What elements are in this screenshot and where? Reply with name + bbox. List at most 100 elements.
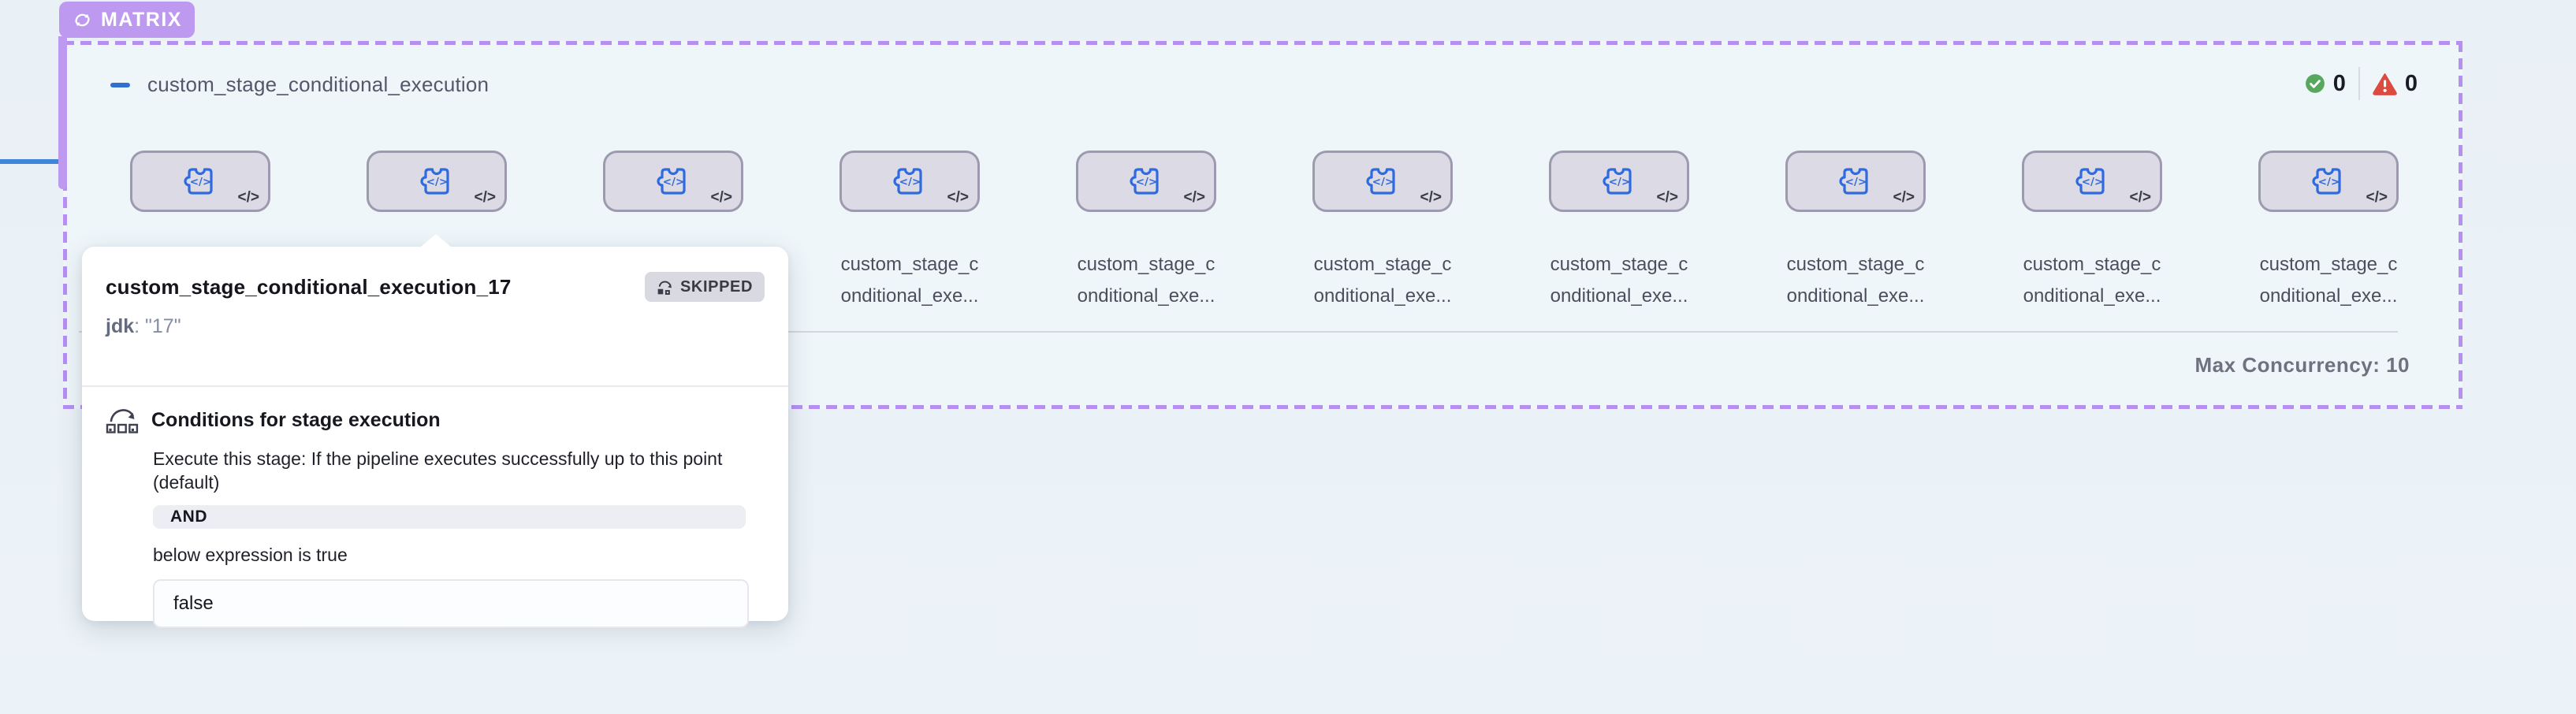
stage-label-line2: onditional_exe...: [2023, 285, 2161, 307]
stage-label-line2: onditional_exe...: [2259, 285, 2398, 307]
stage-card[interactable]: </> </>: [2258, 151, 2399, 212]
svg-text:</>: </>: [2318, 176, 2340, 188]
stage-card[interactable]: </> </>: [1312, 151, 1453, 212]
stage-label: custom_stage_c onditional_exe...: [1501, 249, 1737, 312]
variable-value: : "17": [134, 315, 181, 337]
svg-text:</>: </>: [1609, 176, 1631, 188]
tooltip-caret: [421, 234, 451, 247]
stage-card[interactable]: </> </>: [603, 151, 743, 212]
code-step-icon: </>: [2366, 189, 2388, 206]
stage-label-line1: custom_stage_c: [2023, 254, 2161, 275]
custom-stage-icon: </>: [657, 168, 686, 195]
stage-label: custom_stage_c onditional_exe...: [1028, 249, 1264, 312]
stage-label-line1: custom_stage_c: [2259, 254, 2398, 275]
custom-stage-icon: </>: [893, 168, 922, 195]
loop-icon: [75, 13, 90, 26]
counter-divider: [2358, 67, 2360, 100]
expression-intro-text: below expression is true: [153, 545, 348, 565]
custom-stage-icon: </>: [1839, 168, 1868, 195]
stage-label-line1: custom_stage_c: [1550, 254, 1688, 275]
custom-stage-icon: </>: [184, 168, 213, 195]
error-warning-icon: [2373, 73, 2397, 95]
tooltip-header: custom_stage_conditional_execution_17 SK…: [106, 272, 765, 302]
matrix-stage-title: custom_stage_conditional_execution: [147, 73, 490, 96]
pipeline-connector-line: [0, 159, 63, 164]
collapse-matrix-button[interactable]: [110, 75, 130, 95]
operator-bar: AND: [153, 505, 746, 529]
stage-card[interactable]: </> </>: [367, 151, 507, 212]
stage-card[interactable]: </> </>: [130, 151, 270, 212]
stage-card[interactable]: </> </>: [1549, 151, 1689, 212]
matrix-border-top: [63, 41, 2462, 45]
skipped-icon: [657, 281, 672, 296]
tooltip-divider: [82, 385, 788, 387]
expression-value-field: false: [153, 579, 749, 628]
stage-card[interactable]: </> </>: [2022, 151, 2162, 212]
custom-stage-icon: </>: [1366, 168, 1395, 195]
stage-label-line2: onditional_exe...: [1550, 285, 1688, 307]
stage-label: custom_stage_c onditional_exe...: [1974, 249, 2210, 312]
matrix-border-left: [63, 41, 67, 409]
stage-label: custom_stage_c onditional_exe...: [791, 249, 1028, 312]
code-step-icon: </>: [710, 189, 732, 206]
error-count: 0: [2404, 70, 2418, 96]
conditions-header: Conditions for stage execution: [106, 403, 765, 437]
stage-label: custom_stage_c onditional_exe...: [1737, 249, 1974, 312]
stage-label-line1: custom_stage_c: [1077, 254, 1215, 275]
stage-label-line2: onditional_exe...: [840, 285, 979, 307]
code-step-icon: </>: [474, 189, 496, 206]
stage-tooltip-popover: custom_stage_conditional_execution_17 SK…: [82, 234, 788, 628]
svg-text:</>: </>: [2082, 176, 2104, 188]
success-check-icon: [2305, 74, 2325, 93]
svg-text:</>: </>: [190, 176, 212, 188]
stage-label-line2: onditional_exe...: [1313, 285, 1452, 307]
stage-label-line2: onditional_exe...: [1786, 285, 1925, 307]
matrix-border-right: [2459, 41, 2462, 409]
status-badge-label: SKIPPED: [679, 277, 753, 296]
matrix-edge-accent: [58, 36, 67, 189]
custom-stage-icon: </>: [2075, 168, 2105, 195]
stage-card[interactable]: </> </>: [839, 151, 980, 212]
code-step-icon: </>: [1183, 189, 1205, 206]
matrix-header: custom_stage_conditional_execution: [110, 73, 489, 97]
status-badge: SKIPPED: [644, 272, 765, 302]
matrix-border-bottom: [63, 405, 2462, 409]
code-step-icon: </>: [1420, 189, 1442, 206]
svg-text:</>: </>: [1845, 176, 1867, 188]
stage-label-line1: custom_stage_c: [1786, 254, 1925, 275]
stage-label: custom_stage_c onditional_exe...: [1264, 249, 1501, 312]
operator-label: AND: [170, 508, 207, 526]
code-step-icon: </>: [1656, 189, 1678, 206]
stage-label-line1: custom_stage_c: [840, 254, 979, 275]
tooltip-stage-title: custom_stage_conditional_execution_17: [106, 274, 512, 299]
matrix-variable-row: jdk: "17": [106, 314, 765, 338]
svg-text:</>: </>: [1372, 176, 1394, 188]
conditional-execution-icon: [106, 409, 139, 433]
stage-label: custom_stage_c onditional_exe...: [2210, 249, 2447, 312]
stage-label-line2: onditional_exe...: [1077, 285, 1215, 307]
conditions-default-text: Execute this stage: If the pipeline exec…: [153, 448, 723, 493]
custom-stage-icon: </>: [1130, 168, 1159, 195]
svg-text:</>: </>: [1136, 176, 1158, 188]
code-step-icon: </>: [237, 189, 259, 206]
status-counters: 0 0: [2305, 66, 2418, 101]
code-step-icon: </>: [2129, 189, 2151, 206]
minus-icon: [110, 82, 130, 87]
stages-section-divider: [79, 331, 2398, 333]
matrix-badge: MATRIX: [59, 2, 195, 38]
conditions-body: Execute this stage: If the pipeline exec…: [153, 447, 765, 628]
matrix-badge-label: MATRIX: [101, 8, 182, 31]
custom-stage-icon: </>: [420, 168, 449, 195]
stage-card[interactable]: </> </>: [1785, 151, 1926, 212]
stage-card[interactable]: </> </>: [1076, 151, 1216, 212]
custom-stage-icon: </>: [2312, 168, 2341, 195]
max-concurrency-label: Max Concurrency: 10: [2194, 353, 2410, 377]
variable-key: jdk: [106, 315, 135, 337]
success-count: 0: [2332, 70, 2346, 96]
svg-text:</>: </>: [663, 176, 685, 188]
custom-stage-icon: </>: [1603, 168, 1632, 195]
code-step-icon: </>: [947, 189, 969, 206]
code-step-icon: </>: [1893, 189, 1915, 206]
svg-text:</>: </>: [899, 176, 921, 188]
stage-label-line1: custom_stage_c: [1313, 254, 1452, 275]
